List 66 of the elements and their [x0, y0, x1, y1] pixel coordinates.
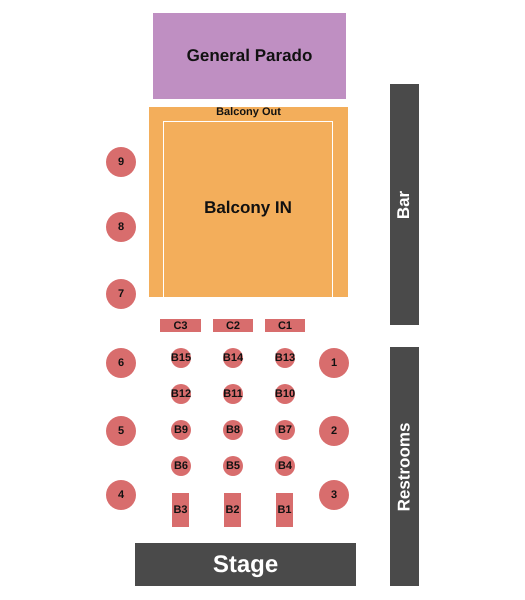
- table-seat: [171, 456, 191, 476]
- table-seat: [319, 416, 349, 446]
- area-label: 9: [118, 156, 124, 168]
- area-label: B12: [170, 388, 192, 400]
- area-label: B1: [277, 504, 292, 516]
- table-seat: [213, 319, 253, 332]
- stage-area: [135, 543, 356, 586]
- section-area: [153, 13, 346, 99]
- table-seat: [106, 480, 136, 510]
- area-label: 3: [330, 489, 338, 501]
- area-label: 1: [330, 357, 338, 369]
- area-label: 4: [118, 489, 124, 501]
- area-label: 6: [118, 357, 124, 369]
- area-label: 8: [118, 221, 124, 233]
- table-seat: [275, 348, 295, 368]
- table-seat: [160, 319, 201, 332]
- table-seat: [224, 493, 241, 527]
- table-seat: [319, 348, 349, 378]
- table-seat: [106, 147, 136, 177]
- area-label: B2: [225, 504, 240, 516]
- table-seat: [275, 420, 295, 440]
- area-label: Balcony Out: [215, 106, 282, 118]
- table-seat: [223, 348, 243, 368]
- area-label: B9: [174, 424, 188, 436]
- area-label: B5: [226, 460, 240, 472]
- table-seat: [275, 384, 295, 404]
- area-label: B4: [278, 460, 292, 472]
- area-label: B11: [223, 388, 243, 400]
- table-seat: [276, 493, 293, 527]
- table-seat: [171, 420, 191, 440]
- area-label: 7: [118, 288, 124, 300]
- area-label: General Parado: [186, 46, 312, 66]
- side-area: [390, 347, 419, 586]
- table-seat: [171, 348, 191, 368]
- table-seat: [223, 420, 243, 440]
- table-seat: [265, 319, 305, 332]
- area-label: B3: [173, 504, 188, 516]
- area-label: B14: [222, 352, 244, 364]
- table-seat: [106, 279, 136, 309]
- table-seat: [172, 493, 189, 527]
- table-seat: [319, 480, 349, 510]
- area-label: B10: [274, 388, 296, 400]
- area-label: Bar: [394, 190, 414, 219]
- table-seat: [223, 384, 243, 404]
- table-seat: [171, 384, 191, 404]
- area-label: C3: [173, 320, 188, 332]
- area-label: B13: [274, 352, 296, 364]
- area-label: C2: [226, 320, 240, 332]
- table-seat: [223, 456, 243, 476]
- area-label: Restrooms: [394, 422, 414, 511]
- area-label: B6: [174, 460, 188, 472]
- area-label: B8: [226, 424, 240, 436]
- area-label: B15: [170, 352, 192, 364]
- table-seat: [106, 212, 136, 242]
- area-label: C1: [278, 320, 292, 332]
- area-label: Stage: [212, 550, 278, 578]
- balcony-inner-area: [163, 121, 333, 297]
- table-seat: [106, 348, 136, 378]
- area-label: B7: [278, 424, 292, 436]
- area-label: 2: [330, 425, 338, 437]
- balcony-area: [149, 107, 348, 297]
- area-label: 5: [118, 425, 124, 437]
- table-seat: [275, 456, 295, 476]
- side-area: [390, 84, 419, 325]
- table-seat: [106, 416, 136, 446]
- area-label: Balcony IN: [204, 198, 292, 218]
